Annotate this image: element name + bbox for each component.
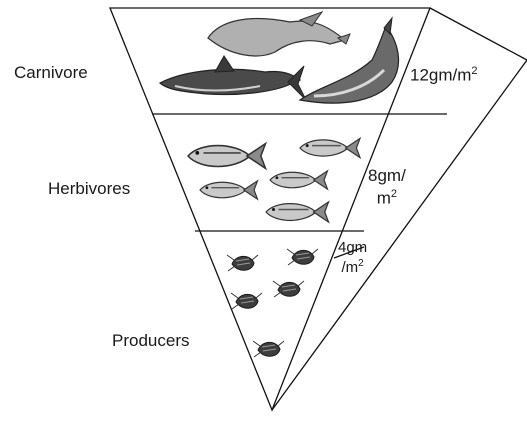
plankton-icon bbox=[227, 255, 258, 271]
plankton-icon bbox=[273, 281, 304, 297]
fish-icon bbox=[266, 202, 329, 222]
shark-icon bbox=[160, 56, 306, 100]
carnivore-label: Carnivore bbox=[14, 64, 88, 81]
plankton-icon bbox=[253, 341, 284, 357]
producers-label: Producers bbox=[112, 332, 189, 349]
fish-icon bbox=[188, 144, 266, 169]
fish-icon bbox=[200, 181, 258, 199]
fish-icon bbox=[300, 138, 360, 157]
herbivores-label: Herbivores bbox=[48, 180, 130, 197]
herbivores-biomass-label: 8gm/ m2 bbox=[368, 166, 406, 208]
carnivore-biomass-label: 12gm/m2 bbox=[410, 66, 478, 84]
producers-biomass-label: 4gm /m2 bbox=[338, 240, 367, 276]
plankton-icon bbox=[287, 249, 318, 265]
dolphin-icon bbox=[208, 12, 350, 56]
plankton-icon bbox=[231, 293, 262, 309]
fish-icon bbox=[270, 171, 328, 189]
